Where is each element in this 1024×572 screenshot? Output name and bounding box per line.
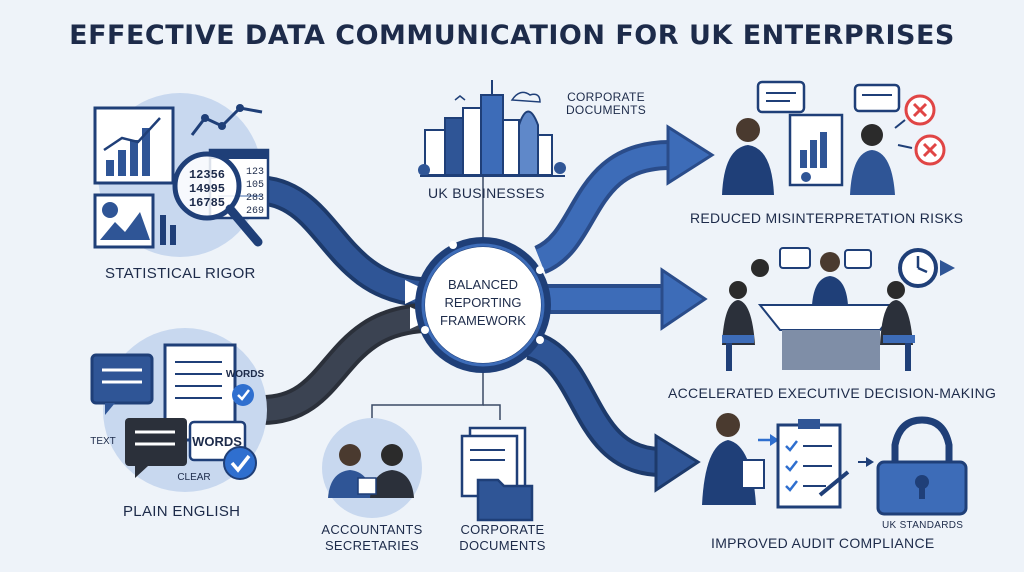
hub-label-line2: REPORTING [444,295,521,310]
clear-label: CLEAR [177,472,210,483]
connector-bottom-right [483,404,501,420]
words-label-top: WORDS [226,369,265,380]
documents-illustration [460,426,534,522]
number-row-1: 12356 [189,168,225,182]
label-accountants: ACCOUNTANTS [321,522,423,537]
side-number-1: 123 [246,167,264,178]
flow-to-decision-making [545,267,708,331]
audit-illustration [702,413,968,516]
label-statistical-rigor: STATISTICAL RIGOR [105,265,256,282]
side-number-3: 283 [246,193,264,204]
label-accelerated-decisions: ACCELERATED EXECUTIVE DECISION-MAKING [668,385,997,401]
page-title: EFFECTIVE DATA COMMUNICATION FOR UK ENTE… [69,20,955,51]
label-reduced-risks: REDUCED MISINTERPRETATION RISKS [690,210,964,226]
side-number-4: 269 [246,206,264,217]
hub-label-line3: FRAMEWORK [440,313,526,328]
hub-label-line1: BALANCED [448,277,518,292]
side-number-2: 105 [246,180,264,191]
flow-plain-english [261,303,434,425]
words-label-mid: WORDS [192,434,242,449]
uk-skyline-illustration [418,80,566,177]
statistics-illustration [93,93,270,257]
meeting-illustration [722,247,955,371]
flow-to-audit-compliance [525,330,701,493]
label-plain-english: PLAIN ENGLISH [123,503,241,520]
hub-ring [415,237,551,373]
label-audit-compliance: IMPROVED AUDIT COMPLIANCE [711,535,935,551]
label-uk-standards: UK STANDARDS [882,520,964,531]
plain-english-illustration [90,328,267,492]
label-corporate-documents-bottom: CORPORATE DOCUMENTS [459,522,546,553]
text-label: TEXT [90,436,116,447]
label-secretaries: SECRETARIES [324,538,420,553]
number-row-2: 14995 [189,182,225,196]
number-row-3: 16785 [189,196,225,210]
people-illustration [322,418,422,518]
reduced-risks-illustration [722,80,946,195]
flow-to-reduced-risks [533,124,715,274]
label-corporate-documents-top: CORPORATE DOCUMENTS [565,90,647,117]
connector-bottom-left [371,370,484,430]
label-uk-businesses: UK BUSINESSES [428,185,545,201]
flow-statistical-rigor [254,175,430,307]
